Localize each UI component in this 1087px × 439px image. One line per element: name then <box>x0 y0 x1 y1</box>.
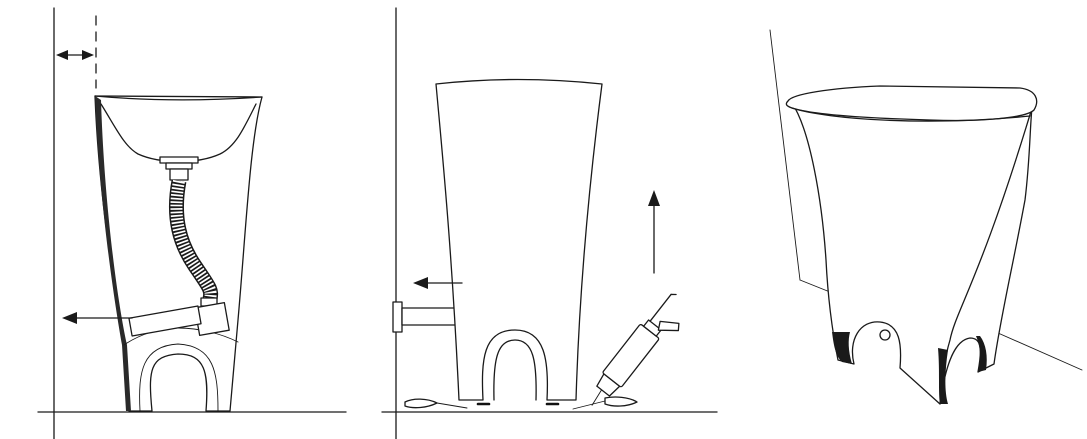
clearance-double-arrow <box>56 50 94 60</box>
panel-step-1 <box>0 0 365 439</box>
drain-valve <box>159 156 199 181</box>
floor-edge <box>997 332 1083 371</box>
screwdriver-right-icon <box>572 396 638 410</box>
panel-step-2 <box>365 0 730 439</box>
basin-body <box>435 78 603 401</box>
installation-diagram-step-3 <box>769 29 1083 405</box>
wall-waste-pipe <box>392 301 461 333</box>
lift-up-arrow <box>648 190 660 274</box>
basin-top-slab <box>785 85 1038 122</box>
wall-base-edge <box>799 279 831 293</box>
screwdriver-left-icon <box>404 398 468 409</box>
silicone-caulking-gun-icon <box>591 293 680 406</box>
waste-trap <box>128 297 230 337</box>
push-to-wall-arrow <box>413 277 463 289</box>
installation-diagram-step-2 <box>381 7 718 439</box>
basin-body <box>791 102 1033 405</box>
installation-diagram-step-1 <box>37 7 347 439</box>
wall-vertical-edge <box>769 29 801 281</box>
pull-left-arrow <box>62 312 133 324</box>
corrugated-drain-hose <box>169 179 219 301</box>
panel-step-3 <box>730 0 1087 439</box>
basin-body <box>94 95 263 412</box>
